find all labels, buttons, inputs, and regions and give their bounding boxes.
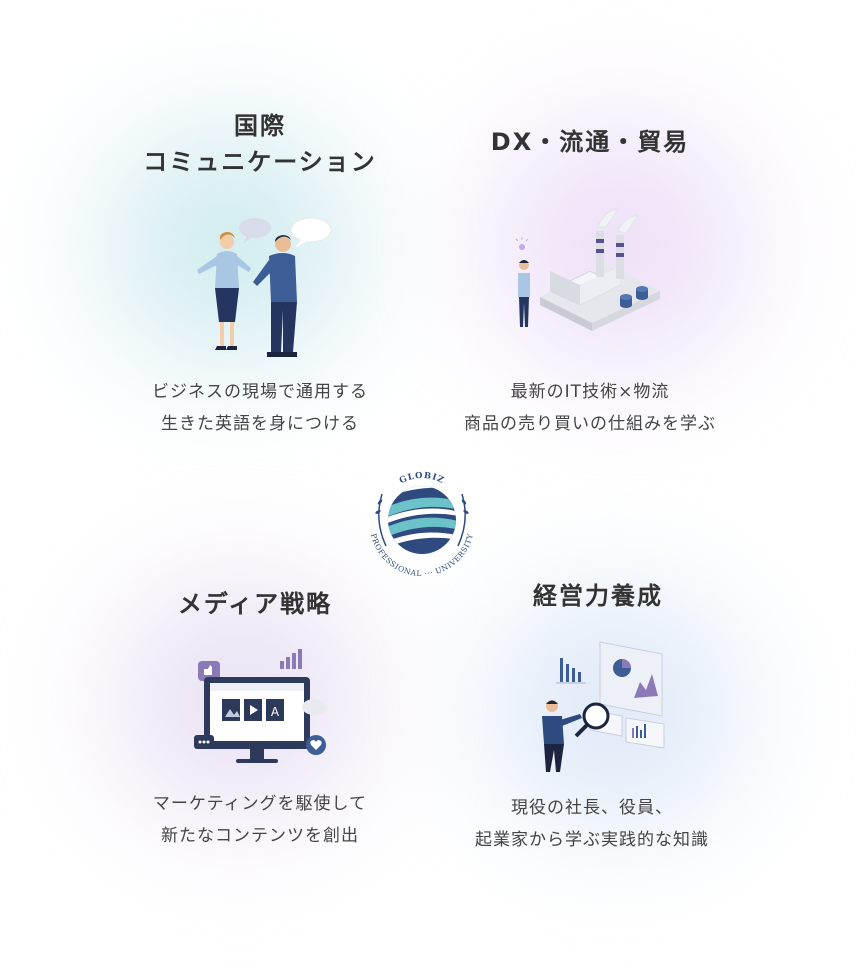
desc-line: 現役の社長、役員、 [511, 798, 673, 818]
analytics-illustration [542, 641, 665, 772]
section-description: マーケティングを駆使して 新たなコンテンツを創出 [60, 788, 460, 852]
media-monitor-illustration: A [194, 649, 326, 763]
section-desc-wrap: マーケティングを駆使して 新たなコンテンツを創出 [60, 788, 460, 852]
svg-text:GLOBIZ: GLOBIZ [398, 471, 446, 486]
section-title: メディア戦略 [55, 586, 455, 622]
desc-line: 最新のIT技術×物流 [510, 382, 670, 402]
section-dx-distribution-trade: DX・流通・貿易 [390, 124, 790, 160]
desc-line: 起業家から学ぶ実践的な知識 [475, 830, 709, 850]
title-line: DX・流通・貿易 [490, 128, 690, 156]
section-international-communication: 国際 コミュニケーション [60, 108, 460, 180]
section-desc-wrap: ビジネスの現場で通用する 生きた英語を身につける [60, 376, 460, 440]
section-desc-wrap: 現役の社長、役員、 起業家から学ぶ実践的な知識 [392, 792, 792, 856]
section-description: ビジネスの現場で通用する 生きた英語を身につける [60, 376, 460, 440]
desc-line: ビジネスの現場で通用する [152, 382, 368, 402]
conversation-illustration [197, 217, 332, 357]
desc-line: 商品の売り買いの仕組みを学ぶ [464, 414, 716, 434]
section-management-skills: 経営力養成 [398, 578, 798, 614]
svg-text:A: A [271, 705, 280, 719]
title-line: 国際 [234, 112, 286, 140]
section-description: 現役の社長、役員、 起業家から学ぶ実践的な知識 [392, 792, 792, 856]
background-glow-blue [435, 560, 795, 860]
section-media-strategy: メディア戦略 [55, 586, 455, 622]
section-description: 最新のIT技術×物流 商品の売り買いの仕組みを学ぶ [390, 376, 790, 440]
title-line: 経営力養成 [533, 582, 663, 610]
factory-illustration [515, 208, 660, 331]
desc-line: 新たなコンテンツを創出 [161, 826, 359, 846]
globiz-university-emblem: GLOBIZ PROFESSIONAL ··· UNIVERSITY [369, 471, 475, 578]
section-title: 国際 コミュニケーション [60, 108, 460, 180]
desc-line: 生きた英語を身につける [161, 414, 359, 434]
title-line: メディア戦略 [177, 590, 333, 618]
desc-line: マーケティングを駆使して [152, 794, 368, 814]
section-title: 経営力養成 [398, 578, 798, 614]
title-line: コミュニケーション [143, 148, 377, 176]
emblem-top-text: GLOBIZ [398, 471, 445, 486]
section-title: DX・流通・貿易 [390, 124, 790, 160]
section-desc-wrap: 最新のIT技術×物流 商品の売り買いの仕組みを学ぶ [390, 376, 790, 440]
